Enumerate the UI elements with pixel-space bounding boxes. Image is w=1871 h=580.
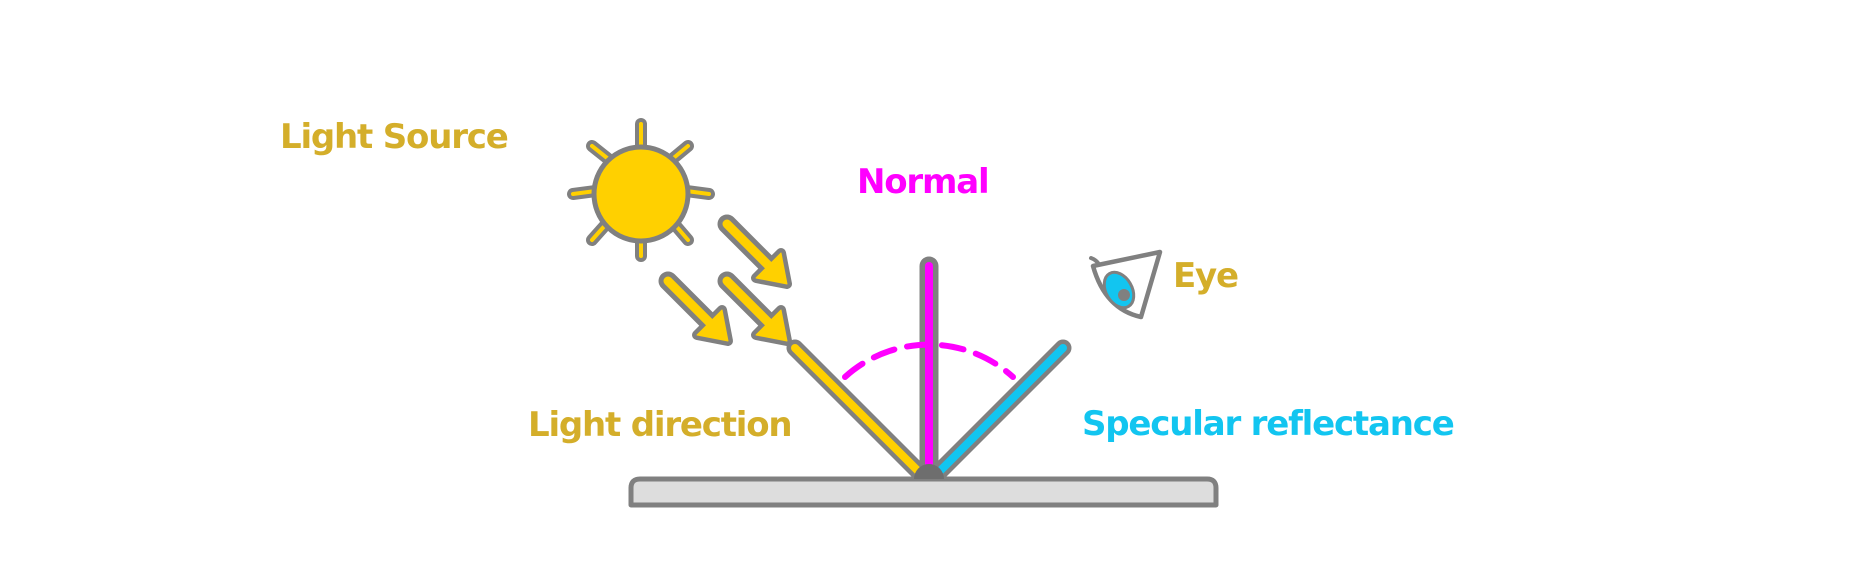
- arrow-icon: [717, 271, 792, 346]
- sun-icon: [567, 118, 715, 262]
- incident-light-beam: [786, 339, 929, 482]
- reflective-surface: [628, 476, 1219, 508]
- normal-label: Normal: [857, 162, 988, 202]
- light-source-label: Light Source: [280, 117, 508, 157]
- light-rays: [658, 214, 792, 346]
- angle-arc: [842, 341, 1016, 380]
- light-direction-label: Light direction: [528, 405, 791, 445]
- pivot-point: [914, 464, 944, 479]
- arrow-icon: [717, 214, 792, 289]
- eye-icon: [1089, 249, 1163, 320]
- arrow-icon: [658, 271, 733, 346]
- eye-label: Eye: [1173, 256, 1238, 296]
- specular-reflectance-beam: [929, 339, 1072, 482]
- specular-reflectance-label: Specular reflectance: [1082, 404, 1454, 444]
